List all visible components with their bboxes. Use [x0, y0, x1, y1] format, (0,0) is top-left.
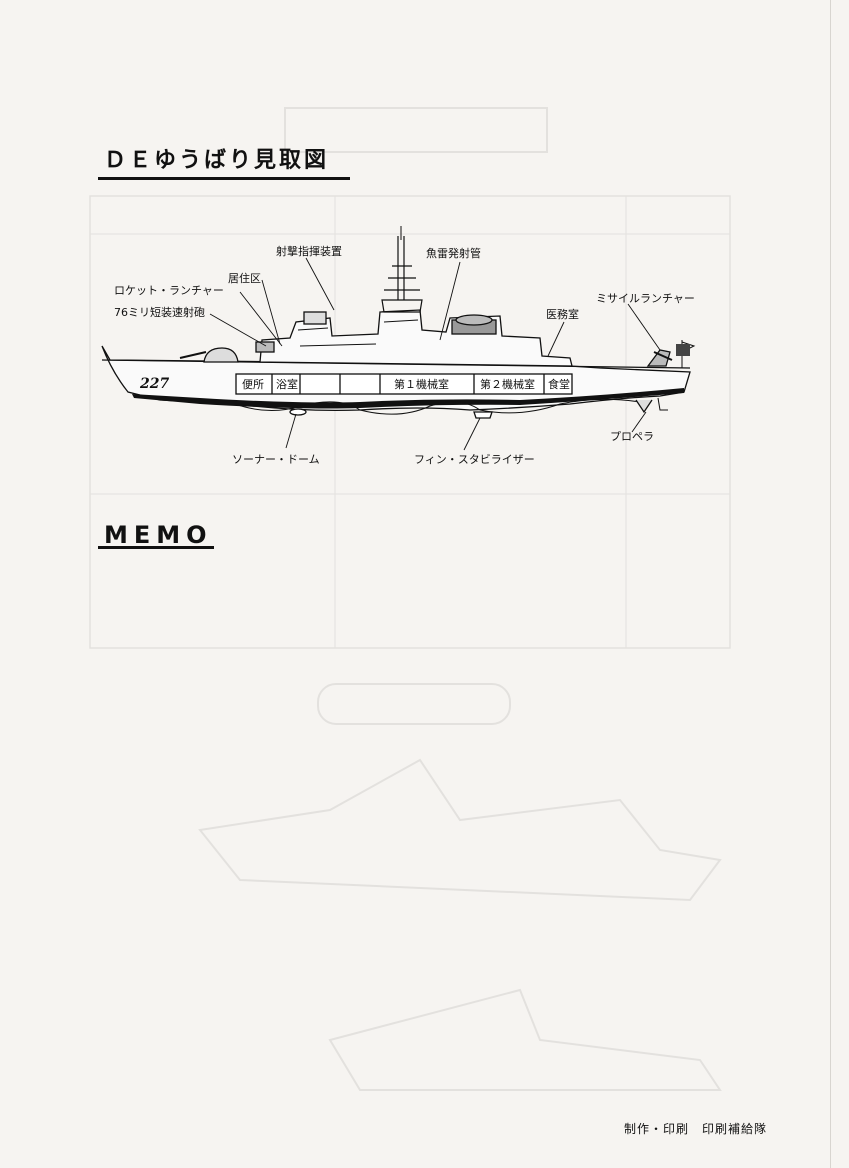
compartment-toilet: 便所 — [242, 378, 264, 391]
rocket-launcher — [255, 341, 275, 353]
callout-gun: 76ミリ短装速射砲 — [114, 306, 205, 319]
compartment-engine-room-2: 第２機械室 — [480, 377, 535, 391]
callout-torpedo-tubes: 魚雷発射管 — [426, 247, 481, 260]
underwater-line — [234, 398, 641, 415]
callout-missile-launcher: ミサイルランチャー — [596, 292, 695, 305]
gun-turret — [203, 347, 239, 363]
waterline-stripe — [132, 388, 684, 409]
callout-fire-control: 射撃指揮装置 — [276, 245, 342, 258]
footer-credit: 制作・印刷 印刷補給隊 — [624, 1122, 768, 1136]
callout-propeller: プロペラ — [610, 430, 654, 443]
missile-launcher — [646, 349, 671, 367]
callout-quarters: 居住区 — [228, 272, 261, 285]
callout-rocket-launcher: ロケット・ランチャー — [114, 284, 224, 297]
propeller — [635, 399, 653, 414]
title-underline — [98, 177, 350, 180]
mast — [381, 236, 423, 313]
memo-underline — [98, 546, 214, 549]
callout-fin-stabilizer: フィン・スタビライザー — [414, 453, 535, 466]
fin-stabilizer — [473, 411, 493, 419]
callout-medical-room: 医務室 — [546, 308, 579, 321]
fire-control-director — [303, 311, 327, 325]
compartment-strip — [235, 373, 573, 395]
compartment-mess: 食堂 — [548, 377, 570, 391]
diagram-title: ＤＥゆうばり見取図 — [104, 148, 330, 173]
page-edge — [830, 0, 831, 1168]
sonar-dome — [289, 408, 307, 416]
callout-sonar-dome: ソーナー・ドーム — [232, 453, 320, 466]
compartment-engine-room-1: 第１機械室 — [394, 377, 449, 391]
memo-heading: MEMO — [104, 521, 213, 549]
hull-number: 227 — [139, 376, 169, 392]
compartment-bath: 浴室 — [276, 377, 298, 391]
